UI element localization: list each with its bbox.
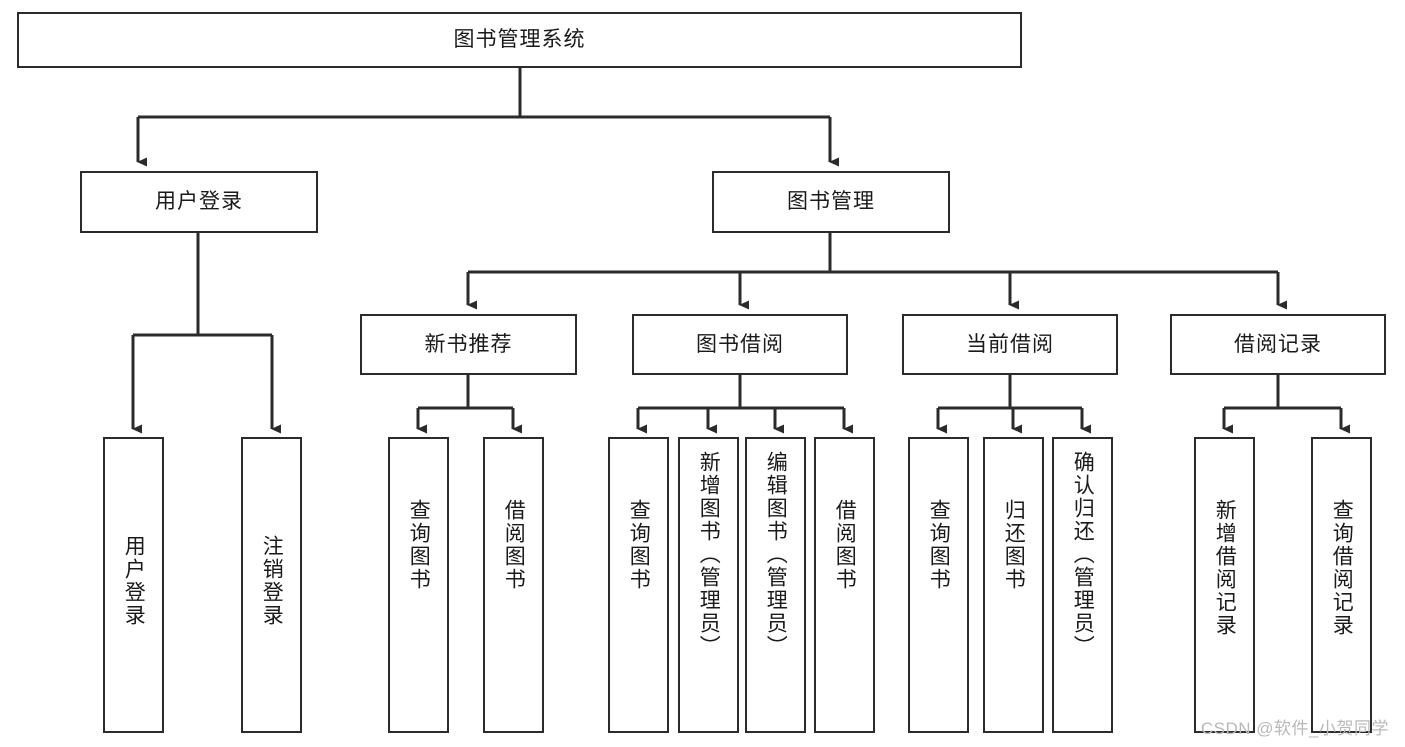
node-borrow-record-label: 借阅记录 (1234, 332, 1322, 356)
node-leaf-query-book-borrow[interactable]: 查询图书 (608, 437, 669, 733)
node-user-login-label: 用户登录 (155, 190, 243, 214)
node-current-borrow-label: 当前借阅 (966, 332, 1054, 356)
node-book-borrow-label: 图书借阅 (696, 332, 784, 356)
node-book-borrow[interactable]: 图书借阅 (632, 314, 848, 375)
node-leaf-add-book-admin[interactable]: 新增图书（管理员） (678, 437, 739, 733)
node-leaf-confirm-return-admin[interactable]: 确认归还（管理员） (1052, 437, 1113, 733)
node-leaf-edit-book-admin[interactable]: 编辑图书（管理员） (745, 437, 806, 733)
node-user-login[interactable]: 用户登录 (80, 171, 318, 233)
node-leaf-query-book-new-label: 查询图书 (407, 499, 431, 591)
node-leaf-query-book-current[interactable]: 查询图书 (908, 437, 969, 733)
node-leaf-borrow-book-new-label: 借阅图书 (502, 499, 526, 591)
node-current-borrow[interactable]: 当前借阅 (902, 314, 1118, 375)
node-leaf-user-login[interactable]: 用户登录 (103, 437, 164, 733)
node-leaf-query-borrow-record-label: 查询借阅记录 (1330, 499, 1354, 637)
node-leaf-return-book[interactable]: 归还图书 (983, 437, 1044, 733)
node-book-management[interactable]: 图书管理 (712, 171, 950, 233)
node-leaf-add-book-admin-label: 新增图书（管理员） (697, 451, 721, 658)
node-root-label: 图书管理系统 (453, 28, 586, 52)
node-leaf-borrow-book[interactable]: 借阅图书 (814, 437, 875, 733)
node-leaf-add-borrow-record[interactable]: 新增借阅记录 (1194, 437, 1255, 733)
node-leaf-edit-book-admin-label: 编辑图书（管理员） (764, 451, 788, 658)
node-leaf-logout[interactable]: 注销登录 (241, 437, 302, 733)
node-leaf-query-book-current-label: 查询图书 (927, 499, 951, 591)
node-leaf-borrow-book-label: 借阅图书 (833, 499, 857, 591)
node-new-book-recommend-label: 新书推荐 (424, 332, 513, 356)
node-leaf-logout-label: 注销登录 (260, 535, 284, 627)
node-leaf-query-borrow-record[interactable]: 查询借阅记录 (1311, 437, 1372, 733)
node-leaf-user-login-label: 用户登录 (122, 535, 146, 627)
node-leaf-query-book-borrow-label: 查询图书 (627, 499, 651, 591)
node-root[interactable]: 图书管理系统 (17, 12, 1022, 68)
node-leaf-query-book-new[interactable]: 查询图书 (388, 437, 449, 733)
node-leaf-return-book-label: 归还图书 (1002, 499, 1026, 591)
node-book-management-label: 图书管理 (787, 190, 875, 214)
node-leaf-add-borrow-record-label: 新增借阅记录 (1213, 499, 1237, 637)
node-leaf-borrow-book-new[interactable]: 借阅图书 (483, 437, 544, 733)
node-borrow-record[interactable]: 借阅记录 (1170, 314, 1386, 375)
node-new-book-recommend[interactable]: 新书推荐 (360, 314, 577, 375)
node-leaf-confirm-return-admin-label: 确认归还（管理员） (1071, 451, 1095, 658)
